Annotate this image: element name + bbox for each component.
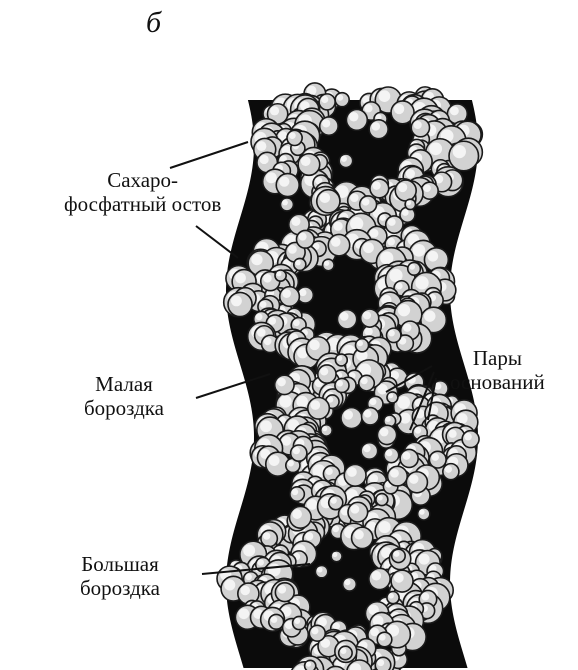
atom-sphere: [343, 577, 357, 591]
atom-sphere: [449, 141, 478, 170]
atom-sphere: [276, 174, 299, 197]
atom-sphere: [361, 309, 379, 327]
atom-sphere: [348, 502, 368, 522]
atom-sphere: [395, 180, 416, 201]
atom-sphere: [296, 230, 314, 248]
atom-sphere: [387, 592, 399, 604]
atom-sphere: [339, 154, 353, 168]
atom-sphere: [362, 408, 379, 425]
atom-sphere: [319, 94, 335, 110]
atom-sphere: [308, 398, 330, 420]
atom-sphere: [369, 568, 390, 589]
atom-sphere: [377, 632, 392, 647]
atom-sphere: [289, 506, 311, 528]
atom-sphere: [323, 259, 335, 271]
atom-sphere: [387, 392, 398, 403]
atom-sphere: [291, 445, 307, 461]
atom-sphere: [375, 657, 390, 670]
atom-sphere: [280, 287, 300, 307]
atom-sphere: [361, 443, 378, 460]
atom-sphere: [388, 466, 408, 486]
atom-sphere: [321, 425, 332, 436]
atom-sphere: [335, 354, 347, 366]
atom-sphere: [344, 464, 366, 486]
atom-sphere: [384, 448, 399, 463]
atom-sphere: [298, 154, 320, 176]
atom-sphere: [335, 93, 349, 107]
atom-sphere: [421, 182, 438, 199]
base-pairs-line1: Пары: [450, 346, 545, 370]
atom-sphere: [335, 378, 349, 392]
atom-sphere: [315, 565, 327, 577]
atom-sphere: [261, 530, 277, 546]
backbone-pointer-1: [170, 142, 248, 168]
atom-sphere: [418, 508, 430, 520]
base-pairs-line2: оснований: [450, 370, 545, 394]
atom-sphere: [293, 616, 306, 629]
atom-sphere: [462, 431, 479, 448]
atom-sphere: [369, 120, 388, 139]
atom-sphere: [228, 292, 252, 316]
atom-sphere: [370, 179, 389, 198]
atom-sphere: [275, 375, 294, 394]
minor-groove-line2: бороздка: [84, 396, 164, 420]
atom-sphere: [305, 660, 316, 670]
atom-sphere: [320, 117, 338, 135]
atom-sphere: [275, 270, 286, 281]
atom-sphere: [406, 472, 427, 493]
atom-sphere: [339, 646, 352, 659]
backbone-label-line1: Сахаро-: [64, 168, 221, 192]
major-groove-line1: Большая: [80, 552, 160, 576]
atom-sphere: [331, 551, 342, 562]
atom-sphere: [387, 328, 401, 342]
atom-sphere: [355, 339, 368, 352]
backbone-label-line2: фосфатный остов: [64, 192, 221, 216]
atom-sphere: [309, 625, 325, 641]
atom-sphere: [328, 234, 349, 255]
atom-sphere: [360, 196, 377, 213]
atom-sphere: [341, 408, 362, 429]
atom-sphere: [391, 570, 413, 592]
atom-sphere: [317, 190, 340, 213]
atom-sphere: [269, 614, 284, 629]
atom-sphere: [280, 198, 293, 211]
atom-sphere: [318, 365, 336, 383]
atom-sphere: [337, 310, 356, 329]
atom-sphere: [287, 130, 302, 145]
atom-sphere: [400, 449, 418, 467]
label-sugar-phosphate-backbone: Сахаро- фосфатный остов: [64, 168, 221, 216]
major-groove-line2: бороздка: [80, 576, 160, 600]
atom-sphere: [392, 549, 405, 562]
atom-sphere: [359, 375, 375, 391]
atom-sphere: [275, 583, 294, 602]
atom-sphere: [443, 464, 459, 480]
atom-sphere: [294, 258, 306, 270]
atom-sphere: [411, 119, 429, 137]
atom-sphere: [408, 262, 421, 275]
atom-sphere: [376, 494, 388, 506]
atom-sphere: [405, 199, 415, 209]
atom-sphere: [290, 487, 304, 501]
label-base-pairs: Пары оснований: [450, 346, 545, 394]
atom-sphere: [352, 527, 373, 548]
minor-groove-line1: Малая: [84, 372, 164, 396]
label-major-groove: Большая бороздка: [80, 552, 160, 600]
atom-sphere: [377, 425, 396, 444]
atom-sphere: [346, 109, 367, 130]
backbone-pointer-2: [196, 226, 238, 258]
label-minor-groove: Малая бороздка: [84, 372, 164, 420]
